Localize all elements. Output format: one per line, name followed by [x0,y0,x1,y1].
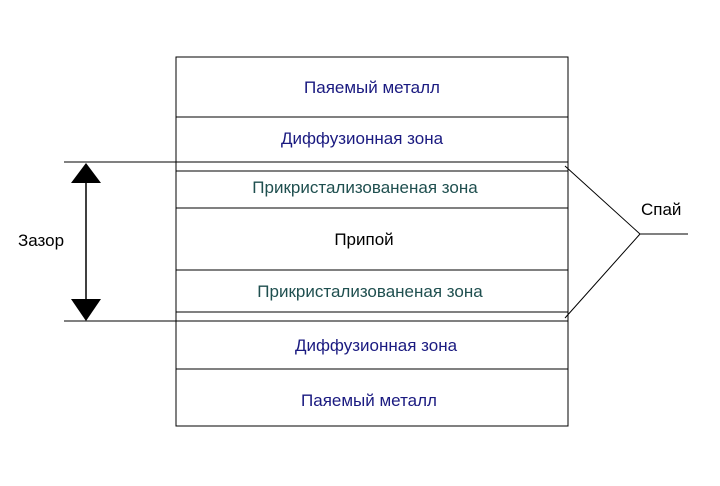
layer-label-solder: Припой [334,230,393,249]
layer-label-base-metal-bottom: Паяемый металл [301,391,437,410]
joint-label: Спай [641,200,681,219]
layer-label-crystallized-bottom: Прикристализованеная зона [257,282,483,301]
layer-label-diffusion-bottom: Диффузионная зона [295,336,458,355]
layer-label-crystallized-top: Прикристализованеная зона [252,178,478,197]
layer-label-diffusion-top: Диффузионная зона [281,129,444,148]
gap-arrow-up-icon [71,163,101,183]
layer-stack-outline [175,56,569,427]
gap-label: Зазор [18,231,64,250]
layer-label-base-metal-top: Паяемый металл [304,78,440,97]
gap-arrow-down-icon [71,299,101,321]
joint-bracket [564,165,641,319]
